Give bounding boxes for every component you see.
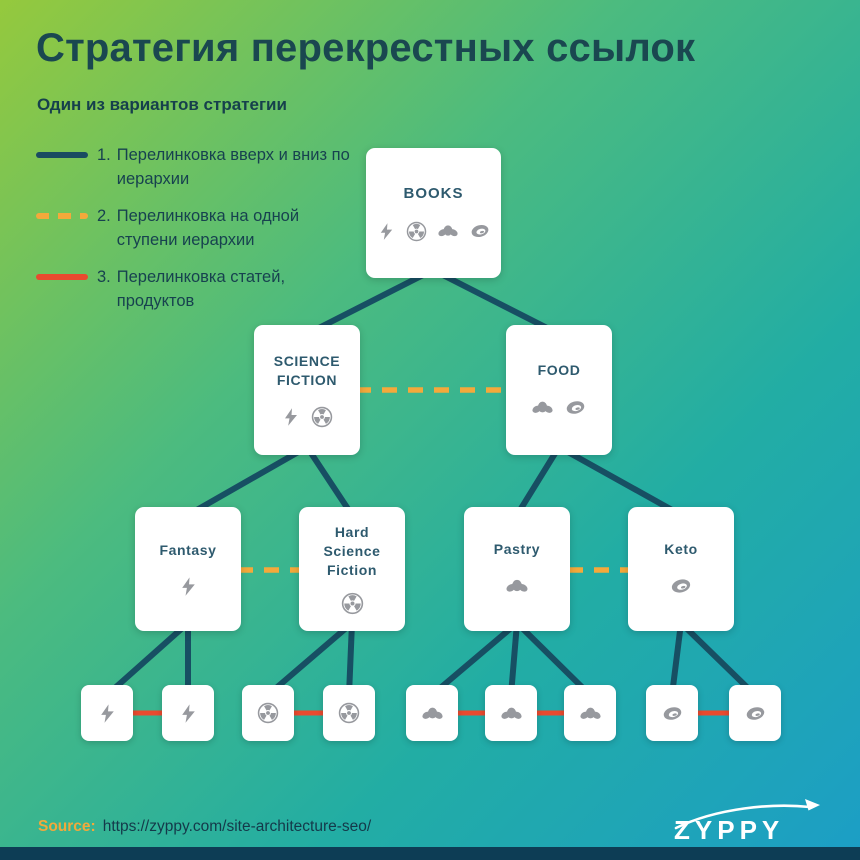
- node-keto: Keto: [628, 507, 734, 631]
- hierarchy-link: [508, 620, 520, 698]
- lightning-icon: [281, 407, 301, 427]
- legend-number: 3.: [97, 267, 111, 286]
- radiation-icon: [406, 221, 427, 242]
- croissant-icon: [421, 702, 444, 725]
- hierarchy-link: [430, 267, 562, 337]
- logo-swoosh-arrow-icon: [674, 804, 812, 830]
- lightning-icon: [97, 703, 118, 724]
- node-label: BOOKS: [403, 184, 464, 202]
- legend-label: Перелинковка на одной ступени иерархии: [116, 206, 300, 249]
- leaf-node-steak-2: [729, 685, 781, 741]
- leaf-node-steak-1: [646, 685, 698, 741]
- node-label: Hard Science Fiction: [323, 524, 381, 578]
- source-label: Source:: [38, 818, 96, 835]
- croissant-icon: [505, 574, 529, 598]
- leaf-node-croissant-1: [406, 685, 458, 741]
- lightning-icon: [178, 703, 199, 724]
- hierarchy-link: [265, 620, 355, 698]
- node-label: FOOD: [537, 362, 581, 379]
- hierarchy-link: [556, 444, 684, 518]
- node-hard-science-fiction: Hard Science Fiction: [299, 507, 405, 631]
- source-url: https://zyppy.com/site-architecture-seo/: [102, 818, 372, 835]
- node-icons: [281, 406, 333, 428]
- node-label: Keto: [664, 540, 698, 557]
- node-food: FOOD: [506, 325, 612, 455]
- node-books: BOOKS: [366, 148, 501, 278]
- node-label: Fantasy: [159, 542, 217, 559]
- bottom-bar: [0, 847, 860, 860]
- legend-line-solid-navy: [36, 152, 88, 158]
- node-icons: [377, 220, 491, 242]
- legend: 1. Перелинковка вверх и вниз по иерархии…: [36, 144, 366, 327]
- legend-label: Перелинковка вверх и вниз по иерархии: [116, 146, 350, 188]
- leaf-node-croissant-2: [485, 685, 537, 741]
- leaf-node-lightning-2: [162, 685, 214, 741]
- lightning-icon: [178, 576, 199, 597]
- steak-icon: [469, 220, 491, 242]
- radiation-icon: [311, 406, 333, 428]
- leaf-node-radiation-1: [242, 685, 294, 741]
- radiation-icon: [338, 702, 360, 724]
- hierarchy-link: [429, 620, 520, 698]
- legend-line-dashed-yellow: [36, 212, 88, 219]
- croissant-icon: [531, 396, 554, 419]
- node-science-fiction: SCIENCE FICTION: [254, 325, 360, 455]
- steak-icon: [744, 702, 767, 725]
- node-icons: [531, 396, 587, 419]
- page-title: Стратегия перекрестных ссылок: [36, 26, 696, 70]
- node-icons: [178, 576, 199, 597]
- page-subtitle: Один из вариантов стратегии: [37, 95, 287, 114]
- legend-number: 2.: [97, 206, 111, 225]
- legend-item-hierarchy: 1. Перелинковка вверх и вниз по иерархии: [36, 144, 366, 192]
- hierarchy-link: [678, 620, 758, 698]
- node-icons: [505, 574, 529, 598]
- leaf-node-lightning-1: [81, 685, 133, 741]
- legend-item-articles: 3. Перелинковка статей, продуктов: [36, 266, 366, 314]
- legend-item-same-level: 2. Перелинковка на одной ступени иерархи…: [36, 205, 366, 253]
- legend-number: 1.: [97, 146, 111, 164]
- node-label: Pastry: [493, 540, 541, 557]
- hierarchy-link: [514, 620, 593, 698]
- node-label: SCIENCE FICTION: [273, 353, 341, 388]
- hierarchy-link: [346, 620, 355, 698]
- steak-icon: [669, 574, 693, 598]
- croissant-icon: [500, 702, 523, 725]
- croissant-icon: [579, 702, 602, 725]
- logo-text: ZYPPY: [674, 815, 784, 844]
- hierarchy-link: [185, 444, 310, 518]
- hierarchy-link: [104, 620, 191, 698]
- logo-arrowhead-icon: [805, 799, 820, 811]
- node-fantasy: Fantasy: [135, 507, 241, 631]
- legend-label: Перелинковка статей, продуктов: [116, 267, 286, 310]
- node-pastry: Pastry: [464, 507, 570, 631]
- hierarchy-link: [304, 267, 436, 337]
- hierarchy-link: [669, 620, 684, 698]
- zyppy-logo: ZYPPY: [674, 799, 820, 844]
- node-icons: [341, 592, 364, 615]
- legend-line-solid-red: [36, 273, 88, 280]
- source-line: Source: https://zyppy.com/site-architectu…: [38, 818, 371, 836]
- lightning-icon: [377, 222, 396, 241]
- node-icons: [669, 574, 693, 598]
- hierarchy-link: [514, 444, 562, 518]
- radiation-icon: [341, 592, 364, 615]
- radiation-icon: [257, 702, 279, 724]
- leaf-node-croissant-3: [564, 685, 616, 741]
- leaf-node-radiation-2: [323, 685, 375, 741]
- croissant-icon: [437, 220, 459, 242]
- steak-icon: [564, 396, 587, 419]
- steak-icon: [661, 702, 684, 725]
- hierarchy-link: [304, 444, 355, 518]
